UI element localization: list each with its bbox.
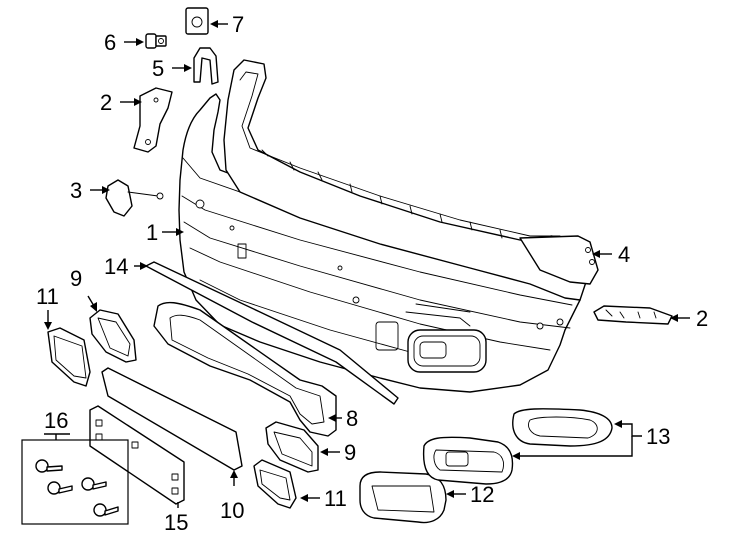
callout-7: 7 — [232, 12, 244, 37]
callout-3: 3 — [70, 178, 82, 203]
lower-trim-strip — [145, 261, 399, 405]
screws-kit — [21, 439, 129, 525]
callout-11-left: 11 — [36, 284, 59, 309]
bumper-cover — [178, 59, 599, 393]
lower-grille-frame — [153, 301, 337, 437]
side-grille-left — [47, 327, 91, 387]
fog-surround-lower — [422, 436, 514, 485]
callout-14: 14 — [104, 254, 128, 279]
side-grille-right — [253, 459, 297, 509]
callout-12: 12 — [470, 482, 494, 507]
retainer-clip — [193, 47, 219, 85]
fog-bezel-left — [89, 309, 137, 363]
upper-bracket-left — [133, 87, 173, 153]
callout-9-upper: 9 — [70, 266, 82, 291]
fog-bezel-right — [265, 421, 319, 473]
bolt — [145, 33, 167, 49]
callout-8: 8 — [346, 406, 358, 431]
callout-1: 1 — [146, 220, 158, 245]
callout-2-right: 2 — [696, 306, 708, 331]
license-plate-bracket — [89, 405, 185, 505]
fog-lamp — [359, 471, 447, 524]
callout-4: 4 — [618, 242, 630, 267]
callout-9-lower: 9 — [344, 440, 356, 465]
callout-6: 6 — [104, 30, 116, 55]
callout-15: 15 — [164, 510, 188, 535]
side-bracket-right — [593, 305, 673, 325]
callout-10: 10 — [220, 498, 244, 523]
callout-16: 16 — [44, 408, 68, 433]
leaders — [44, 20, 690, 508]
callout-5: 5 — [152, 56, 164, 81]
parking-sensor — [105, 179, 164, 217]
clip-nut — [185, 7, 209, 35]
callout-labels: 1 2 2 3 4 5 6 7 8 9 9 10 11 11 12 13 14 … — [36, 12, 708, 535]
fog-surround-upper — [512, 408, 613, 447]
callout-13: 13 — [646, 424, 670, 449]
callout-2-left: 2 — [100, 90, 112, 115]
lower-grille — [101, 367, 243, 471]
callout-11-right: 11 — [324, 486, 347, 511]
